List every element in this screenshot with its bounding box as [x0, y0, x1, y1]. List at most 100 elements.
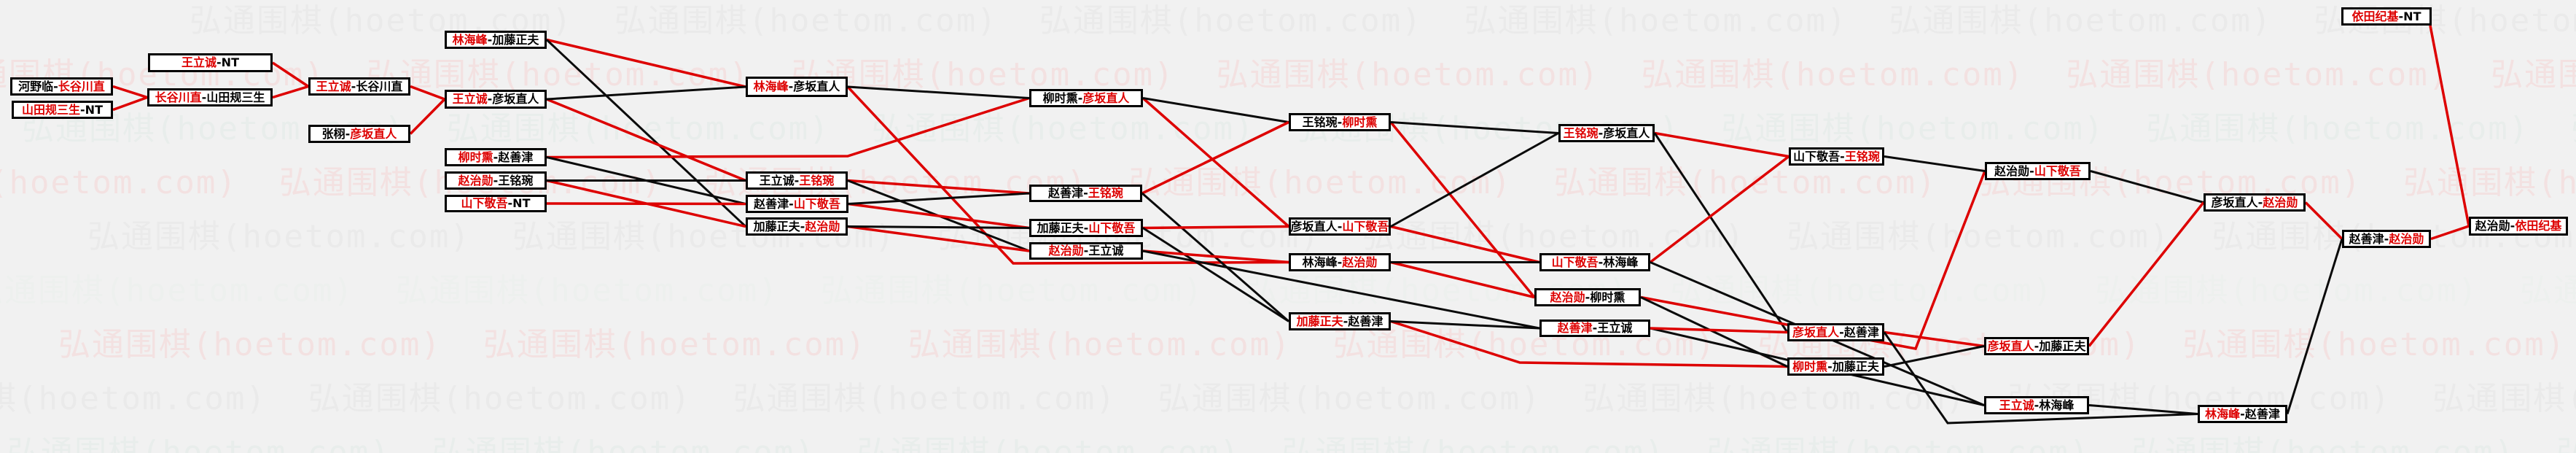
match-box-b32[interactable]: 彦坂直人-加藤正夫: [1984, 337, 2089, 355]
match-box-b35[interactable]: 林海峰-赵善津: [2198, 405, 2287, 423]
player-name-left: 彦坂直人: [2211, 195, 2258, 209]
match-box-b34[interactable]: 彦坂直人-赵治勋: [2204, 193, 2306, 212]
match-connector-black: [847, 85, 1030, 99]
player-name-right: 依田纪基: [2515, 219, 2562, 233]
match-box-b36[interactable]: 依田纪基-NT: [2341, 7, 2432, 26]
vs-dash: -: [507, 196, 513, 210]
match-connector-red: [2304, 201, 2343, 240]
player-name-left: 彦坂直人: [1792, 325, 1840, 339]
player-name-left: 林海峰: [452, 32, 488, 47]
player-name-left: 山下敬吾: [1551, 255, 1599, 269]
player-name-right: 长谷川直: [356, 79, 403, 93]
match-box-b31[interactable]: 赵治勋-山下敬吾: [1985, 162, 2091, 180]
match-box-b7[interactable]: 林海峰-加藤正夫: [445, 31, 547, 49]
match-connector-red: [1390, 225, 1540, 264]
match-box-b12[interactable]: 林海峰-彦坂直人: [746, 77, 848, 97]
match-box-b23[interactable]: 加藤正夫-赵善津: [1289, 312, 1391, 330]
match-box-b5[interactable]: 王立诚-长谷川直: [308, 77, 410, 96]
match-connector-red: [410, 85, 445, 101]
match-box-b20[interactable]: 王铭琬-柳时熏: [1289, 113, 1391, 131]
match-box-b15[interactable]: 加藤正夫-赵治勋: [746, 217, 848, 236]
player-name-right: 王铭琬: [1088, 186, 1123, 200]
player-name-left: 王铭琬: [1302, 115, 1338, 129]
vs-dash: -: [1337, 115, 1343, 129]
player-name-right: 彦坂直人: [1082, 90, 1130, 105]
match-box-b3[interactable]: 王立诚-NT: [148, 53, 273, 72]
match-connector-black: [1884, 155, 1986, 172]
match-box-b27[interactable]: 赵善津-王立诚: [1539, 320, 1650, 337]
player-name-right: 长谷川直: [58, 79, 105, 93]
match-connector-black: [545, 39, 747, 228]
vs-dash: -: [53, 79, 58, 93]
player-name-left: 山下敬吾: [461, 196, 508, 210]
vs-dash: -: [1827, 359, 1833, 373]
match-box-b9[interactable]: 柳时熏-赵善津: [445, 148, 547, 166]
match-connector-red: [546, 98, 746, 182]
match-box-b37[interactable]: 赵善津-赵治勋: [2342, 230, 2431, 248]
match-box-b16[interactable]: 柳时熏-彦坂直人: [1029, 89, 1143, 107]
match-box-b4[interactable]: 长谷川直-山田规三生: [147, 88, 273, 107]
player-name-left: 河野临: [18, 79, 54, 93]
player-name-left: 依田纪基: [2351, 9, 2399, 23]
match-box-b38[interactable]: 赵治勋-依田纪基: [2469, 217, 2568, 236]
match-connector-red: [2430, 225, 2470, 241]
match-box-b1[interactable]: 河野临-长谷川直: [10, 77, 113, 96]
player-name-right: 林海峰: [1603, 255, 1639, 269]
match-box-b19[interactable]: 赵治勋-王立诚: [1029, 242, 1143, 260]
vs-dash: -: [351, 79, 356, 93]
match-box-b6[interactable]: 张栩-彦坂直人: [308, 125, 410, 143]
match-box-b17[interactable]: 赵善津-王铭琬: [1029, 185, 1142, 202]
player-name-left: 加藤正夫: [1296, 314, 1343, 328]
match-connector-red: [272, 85, 309, 99]
player-name-right: NT: [512, 196, 531, 210]
match-box-b22[interactable]: 林海峰-赵治勋: [1289, 253, 1391, 271]
match-connector-black: [1390, 132, 1559, 228]
match-box-b30[interactable]: 柳时熏-加藤正夫: [1787, 357, 1884, 376]
player-name-left: 王立诚: [1999, 398, 2034, 412]
player-name-left: 赵治勋: [1048, 244, 1084, 258]
match-box-b10[interactable]: 赵治勋-王铭琬: [445, 171, 547, 190]
match-box-b29[interactable]: 彦坂直人-赵善津: [1787, 323, 1884, 341]
player-name-left: 林海峰: [1302, 255, 1338, 269]
player-name-right: 山田规三生: [206, 90, 265, 104]
player-name-left: 王立诚: [759, 173, 795, 187]
match-connector-black: [1142, 249, 1540, 330]
match-box-b21[interactable]: 彦坂直人-山下敬吾: [1289, 217, 1391, 236]
match-box-b25[interactable]: 山下敬吾-林海峰: [1539, 253, 1650, 271]
player-name-right: 王立诚: [1088, 244, 1124, 258]
player-name-right: 柳时熏: [1342, 115, 1378, 129]
match-connector-red: [546, 96, 1030, 159]
match-box-b28[interactable]: 山下敬吾-王铭琬: [1789, 147, 1884, 166]
match-box-b26[interactable]: 赵治勋-柳时熏: [1534, 288, 1641, 306]
player-name-left: 林海峰: [753, 80, 789, 93]
match-box-b2[interactable]: 山田规三生-NT: [12, 101, 113, 119]
player-name-left: 柳时熏: [1042, 90, 1078, 105]
vs-dash: -: [1083, 220, 1089, 235]
vs-dash: -: [1585, 290, 1591, 304]
match-box-b8[interactable]: 王立诚-彦坂直人: [445, 90, 547, 109]
match-box-b24[interactable]: 王铭琬-彦坂直人: [1558, 124, 1655, 142]
player-name-right: 王铭琬: [498, 173, 534, 187]
vs-dash: -: [1598, 255, 1604, 269]
player-name-right: 彦坂直人: [492, 92, 539, 106]
match-connector-red: [1141, 120, 1289, 195]
match-box-b11[interactable]: 山下敬吾-NT: [445, 195, 547, 212]
player-name-right: 加藤正夫: [492, 32, 539, 47]
player-name-right: 加藤正夫: [1832, 359, 1879, 373]
player-name-right: 彦坂直人: [793, 80, 840, 93]
vs-dash: -: [2034, 338, 2040, 353]
match-box-b33[interactable]: 王立诚-林海峰: [1984, 396, 2089, 414]
player-name-right: NT: [221, 55, 239, 69]
match-box-b18[interactable]: 加藤正夫-山下敬吾: [1029, 219, 1143, 237]
match-box-b13[interactable]: 王立诚-王铭琬: [746, 171, 848, 190]
vs-dash: -: [2384, 231, 2389, 246]
vs-dash: -: [2029, 163, 2034, 178]
match-connector-black: [2090, 170, 2204, 204]
match-box-b14[interactable]: 赵善津-山下敬吾: [746, 195, 848, 213]
player-name-right: 彦坂直人: [350, 126, 397, 141]
match-connector-black: [1884, 345, 1985, 368]
match-connector-black: [1390, 320, 1540, 330]
player-name-right: 王铭琬: [1844, 149, 1880, 163]
vs-dash: -: [487, 32, 493, 47]
